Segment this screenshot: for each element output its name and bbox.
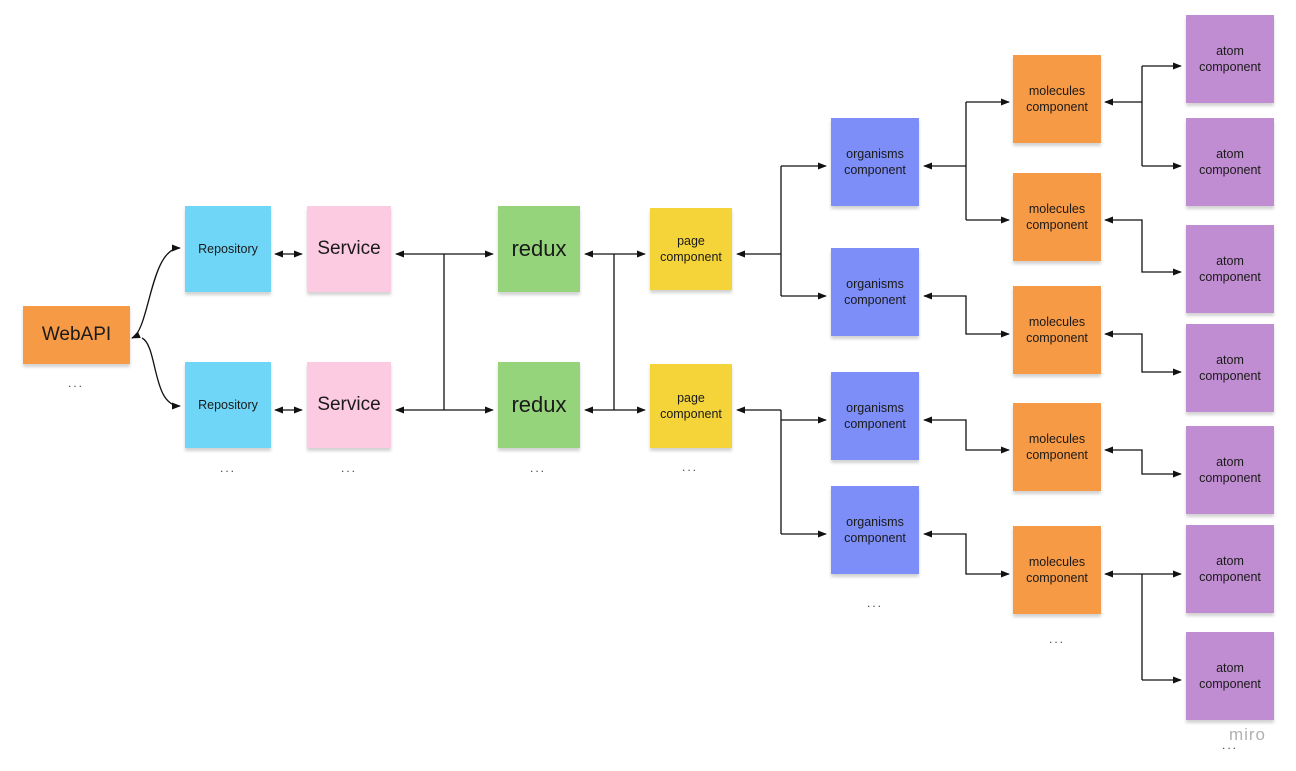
atom-component-note-6[interactable]: atom component [1186,525,1274,613]
organisms-component-note-2[interactable]: organisms component [831,248,919,336]
molecules-component-note-3[interactable]: molecules component [1013,286,1101,374]
redux-note-1[interactable]: redux [498,206,580,292]
repository-note-2[interactable]: Repository [185,362,271,448]
connector-molecules-2-atom-3 [1104,216,1182,276]
organisms-component-label: organisms component [844,514,906,545]
organisms-component-note-1[interactable]: organisms component [831,118,919,206]
connector-webapi-repository-1 [131,244,181,339]
connector-webapi-repository-2 [141,337,181,410]
molecules-component-note-1[interactable]: molecules component [1013,55,1101,143]
connector-organisms-3-molecules-4 [923,416,1010,454]
page-component-label: page component [660,233,722,264]
ellipsis-atom: ... [1221,738,1238,752]
atom-component-note-3[interactable]: atom component [1186,225,1274,313]
page-component-note-1[interactable]: page component [650,208,732,290]
atom-component-label: atom component [1199,352,1261,383]
ellipsis-page: ... [681,460,698,474]
miro-watermark: miro [1228,725,1266,744]
atom-component-label: atom component [1199,253,1261,284]
atom-component-label: atom component [1199,43,1261,74]
atom-component-note-5[interactable]: atom component [1186,426,1274,514]
atom-component-note-7[interactable]: atom component [1186,632,1274,720]
molecules-component-label: molecules component [1026,201,1088,232]
molecules-component-note-4[interactable]: molecules component [1013,403,1101,491]
redux-note-2[interactable]: redux [498,362,580,448]
repository-label: Repository [198,397,258,412]
molecules-component-label: molecules component [1026,554,1088,585]
service-note-2[interactable]: Service [307,362,391,448]
repository-label: Repository [198,241,258,256]
atom-component-note-1[interactable]: atom component [1186,15,1274,103]
ellipsis-repository: ... [219,461,236,475]
connector-molecules-4-atom-5 [1104,446,1182,478]
molecules-component-label: molecules component [1026,431,1088,462]
atom-component-label: atom component [1199,660,1261,691]
atom-component-note-2[interactable]: atom component [1186,118,1274,206]
redux-label: redux [511,235,567,261]
ellipsis-webapi: ... [67,376,84,390]
ellipsis-organisms: ... [866,596,883,610]
connector-organisms-4-molecules-5 [923,530,1010,578]
organisms-component-note-3[interactable]: organisms component [831,372,919,460]
webapi-note[interactable]: WebAPI [23,306,130,364]
connector-organisms-2-molecules-3 [923,292,1010,338]
organisms-component-note-4[interactable]: organisms component [831,486,919,574]
molecules-component-label: molecules component [1026,314,1088,345]
ellipsis-redux: ... [529,461,546,475]
organisms-component-label: organisms component [844,276,906,307]
page-component-label: page component [660,390,722,421]
molecules-component-label: molecules component [1026,83,1088,114]
organisms-component-label: organisms component [844,400,906,431]
service-note-1[interactable]: Service [307,206,391,292]
ellipsis-molecules: ... [1048,632,1065,646]
webapi-label: WebAPI [41,323,112,345]
atom-component-label: atom component [1199,146,1261,177]
atom-component-note-4[interactable]: atom component [1186,324,1274,412]
page-component-note-2[interactable]: page component [650,364,732,448]
service-label: Service [317,393,381,415]
atom-component-label: atom component [1199,553,1261,584]
atom-component-label: atom component [1199,454,1261,485]
service-label: Service [317,237,381,259]
organisms-component-label: organisms component [844,146,906,177]
connector-molecules-3-atom-4 [1104,330,1182,376]
redux-label: redux [511,391,567,417]
molecules-component-note-2[interactable]: molecules component [1013,173,1101,261]
repository-note-1[interactable]: Repository [185,206,271,292]
ellipsis-service: ... [340,461,357,475]
molecules-component-note-5[interactable]: molecules component [1013,526,1101,614]
